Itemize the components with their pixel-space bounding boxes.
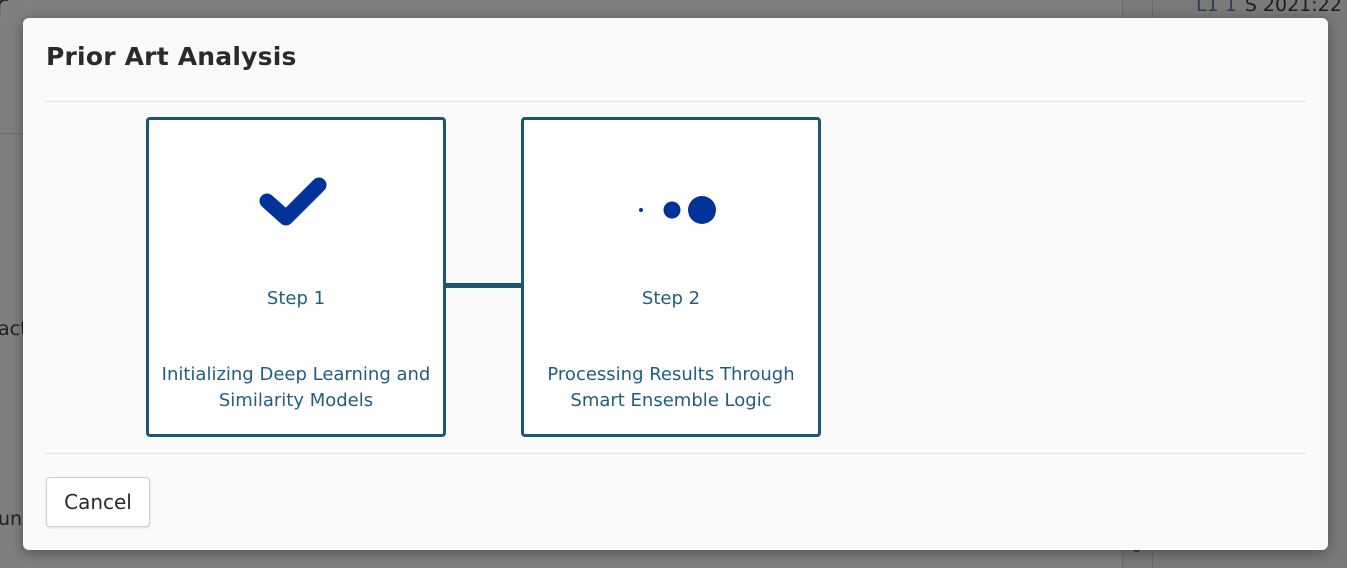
background-right-code: L1 1 [1196,0,1237,16]
loading-dots-icon [639,196,716,224]
background-right-entry: L1 1 S 2021:22 [1196,0,1342,16]
modal-header-divider [45,101,1306,102]
step-label: Step 2 [641,288,701,309]
background-heading: r [0,0,8,26]
background-right-date: S 2021:22 [1244,0,1342,16]
step-description: Processing Results Through Smart Ensembl… [547,364,795,411]
modal-footer-divider [45,453,1306,454]
step-card-1: Step 1 Initializing Deep Learning and Si… [146,117,446,437]
step-connector [446,283,521,288]
background-text-fragment: un [0,508,23,530]
cancel-button[interactable]: Cancel [46,477,150,527]
step-label: Step 1 [266,288,326,309]
background-text-fragment: act [0,318,28,340]
modal-title: Prior Art Analysis [46,42,297,71]
step-card-2: Step 2 Processing Results Through Smart … [521,117,821,437]
step-description: Initializing Deep Learning and Similarit… [161,364,431,411]
checkmark-icon [259,177,327,226]
prior-art-analysis-modal: Prior Art Analysis Step 1 Initializing D… [23,18,1328,550]
